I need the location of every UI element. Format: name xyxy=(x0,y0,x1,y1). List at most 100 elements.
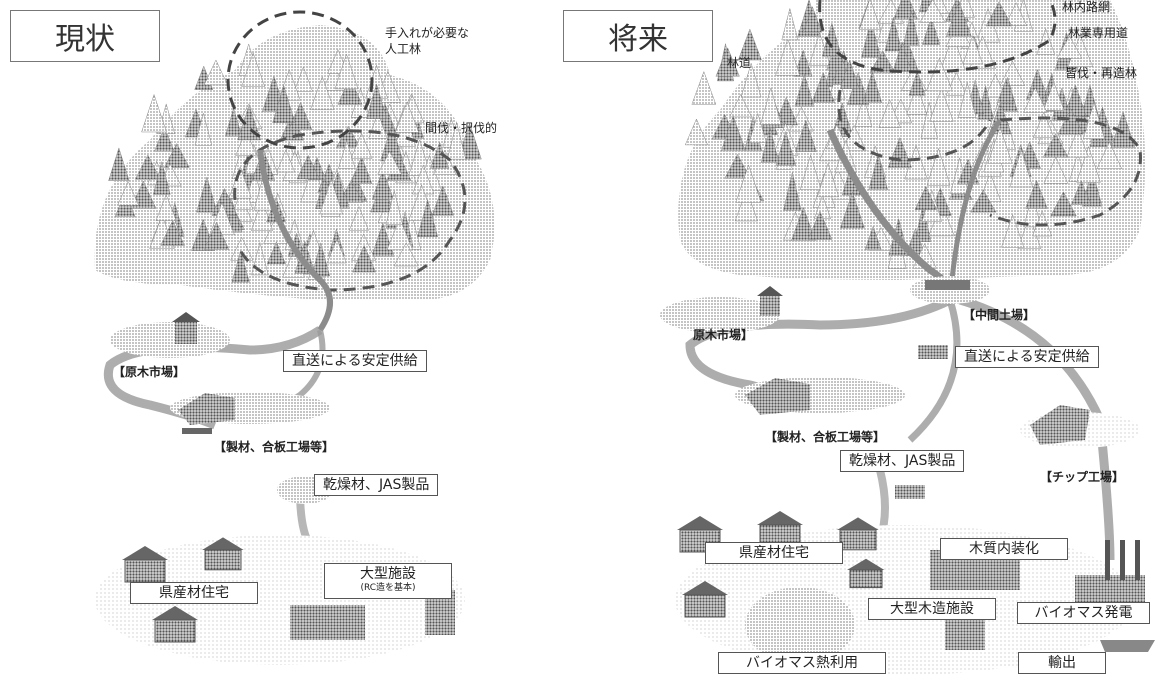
tree xyxy=(241,52,265,87)
tree xyxy=(196,176,218,213)
tree xyxy=(417,198,438,237)
left-sawmill-label: 【製材、合板工場等】 xyxy=(214,440,335,454)
right-forest-road-label: 林道 xyxy=(727,56,752,70)
house xyxy=(124,559,166,583)
tree xyxy=(108,147,130,182)
tree xyxy=(348,205,369,231)
right-title: 将来 xyxy=(608,22,668,57)
tree xyxy=(194,112,213,146)
tree xyxy=(293,66,313,92)
tree xyxy=(1083,101,1105,139)
tree xyxy=(735,164,762,203)
right-biomass-heat-dome xyxy=(745,587,855,663)
tree xyxy=(884,17,903,52)
tree xyxy=(276,149,296,173)
tree xyxy=(861,19,881,58)
tree xyxy=(1066,127,1089,158)
tree xyxy=(919,0,946,23)
tree xyxy=(985,1,1013,27)
left-forest-road xyxy=(257,149,333,332)
house-roof xyxy=(682,581,728,595)
right-dried-jas-label: 乾燥材、JAS製品 xyxy=(840,450,965,472)
tree xyxy=(740,62,762,98)
right-forestry-dashed-a xyxy=(818,0,1057,74)
tree xyxy=(1043,156,1069,184)
tree xyxy=(864,225,882,251)
tree xyxy=(319,178,343,215)
tree xyxy=(1056,35,1083,59)
tree xyxy=(926,147,951,186)
tree xyxy=(720,114,746,152)
tree xyxy=(1004,2,1028,27)
right-chip-factory xyxy=(1020,405,1140,448)
tree xyxy=(203,59,229,86)
tree xyxy=(807,210,833,240)
right-tree-cluster xyxy=(684,0,1136,269)
left-market-building xyxy=(110,312,230,358)
tree xyxy=(266,241,286,265)
tree xyxy=(922,16,941,45)
tree xyxy=(163,142,190,168)
tree xyxy=(377,150,403,175)
tree xyxy=(352,244,377,273)
tree xyxy=(724,153,751,179)
tree xyxy=(790,206,816,242)
tree xyxy=(155,194,177,222)
tree xyxy=(431,185,455,216)
left-neglected-forest-label-a: 手入れが必要な xyxy=(385,26,470,40)
right-intermediate-yard-label: 【中間土場】 xyxy=(963,308,1036,322)
tree xyxy=(902,9,920,47)
tree xyxy=(760,126,780,163)
left-large-facility-box: 大型施設 (RC造を基本) xyxy=(324,563,452,599)
tree xyxy=(385,190,403,225)
tree xyxy=(1001,214,1025,248)
tree xyxy=(152,160,171,195)
tree xyxy=(154,126,175,152)
tree xyxy=(760,87,782,125)
tree xyxy=(1050,191,1077,217)
tree xyxy=(386,217,414,251)
tree xyxy=(802,5,823,33)
left-sawmill xyxy=(170,392,330,434)
right-forestry-dashed-b xyxy=(989,116,1142,227)
tree xyxy=(715,47,740,77)
tree xyxy=(117,180,140,206)
right-export-label: 輸出 xyxy=(1018,652,1106,674)
tree xyxy=(795,119,817,152)
tree xyxy=(987,126,1013,164)
tree xyxy=(737,28,762,61)
tree xyxy=(929,87,954,122)
tree xyxy=(854,95,873,127)
tree xyxy=(1070,180,1092,205)
tree xyxy=(288,101,313,131)
right-truck xyxy=(895,345,948,499)
house-roof xyxy=(202,537,244,550)
tree xyxy=(811,71,835,103)
tree xyxy=(1025,179,1048,209)
right-power-plant xyxy=(1075,540,1145,605)
house xyxy=(839,529,877,551)
left-large-facility-building xyxy=(290,605,365,640)
tree xyxy=(338,139,356,169)
tree xyxy=(394,101,420,133)
tree xyxy=(794,73,815,107)
left-timber-market-label: 【原木市場】 xyxy=(113,365,186,379)
house-roof xyxy=(152,606,198,620)
tree xyxy=(729,93,753,118)
right-prefectural-houses-label: 県産材住宅 xyxy=(705,542,843,564)
tree xyxy=(1076,145,1101,183)
right-market-building xyxy=(660,286,783,333)
tree xyxy=(1057,108,1084,135)
tree xyxy=(997,78,1015,103)
right-sawmill xyxy=(735,377,905,415)
tree xyxy=(892,41,912,72)
tree xyxy=(272,84,296,123)
left-supply-road xyxy=(104,326,323,430)
right-forest-road-branch xyxy=(947,118,1003,301)
left-large-facility-label: 大型施設 xyxy=(360,566,416,582)
tree xyxy=(793,49,813,77)
left-neglected-forest-circle xyxy=(226,10,374,150)
tree xyxy=(231,249,250,283)
tree xyxy=(734,188,759,222)
